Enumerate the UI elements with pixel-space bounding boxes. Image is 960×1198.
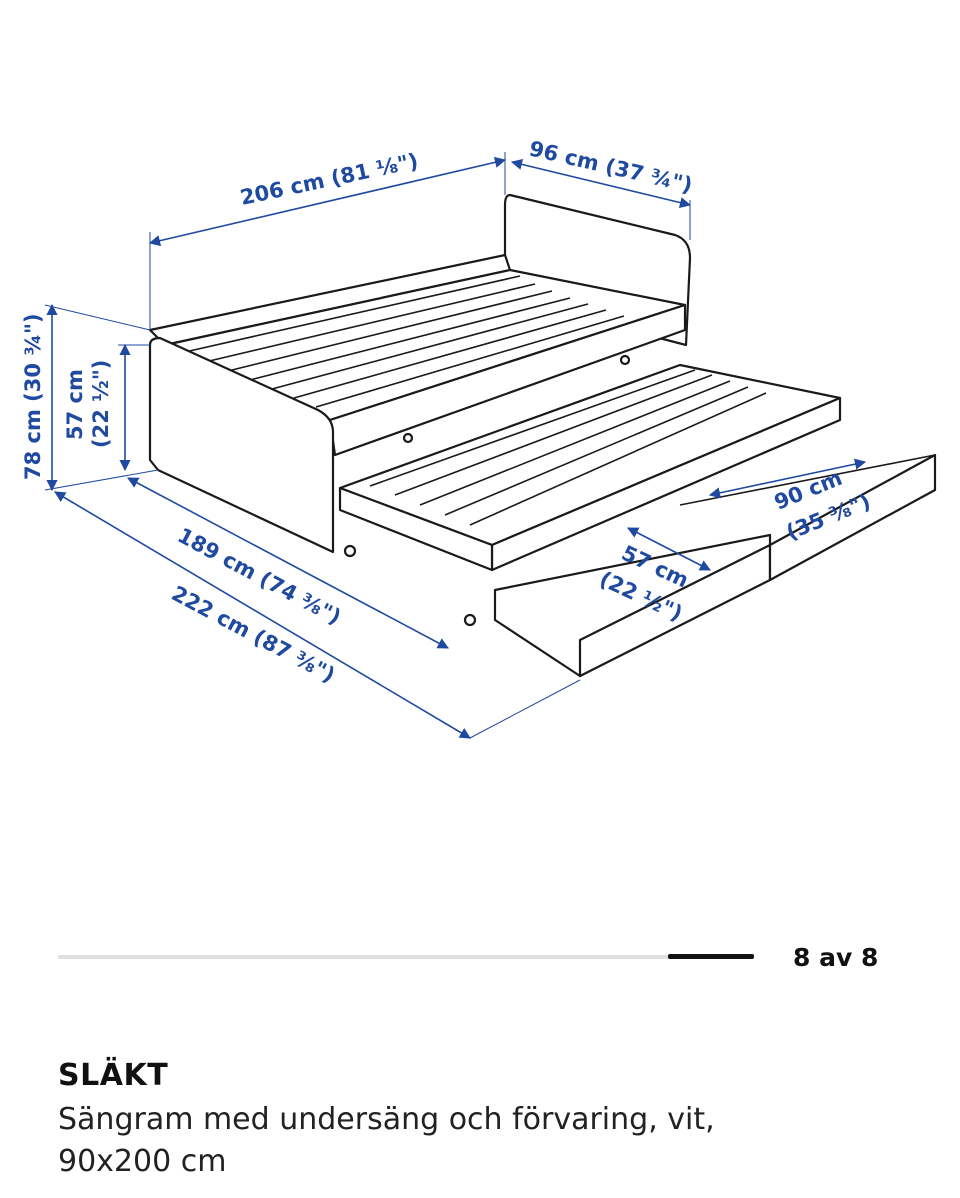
dim-height-side-in: (22 ½") [89,360,113,448]
product-description: Sängram med undersäng och förvaring, vit… [58,1102,715,1179]
carousel-progress-track[interactable] [58,955,750,959]
product-info: SLÄKT Sängram med undersäng och förvarin… [58,1058,918,1183]
carousel-progress-thumb[interactable] [668,954,754,959]
carousel-counter: 8 av 8 [793,943,879,972]
product-name: SLÄKT [58,1058,169,1093]
bed-line-drawing: 206 cm (81 ⅛") 96 cm (37 ¾") 78 cm (30 ¾… [21,136,937,739]
dim-height-side: 57 cm [63,369,87,440]
dim-height-total: 78 cm (30 ¾") [21,313,45,480]
dim-width-top: 96 cm (37 ¾") [527,136,695,197]
product-dimension-image: 206 cm (81 ⅛") 96 cm (37 ¾") 78 cm (30 ¾… [21,136,937,739]
image-carousel-indicator[interactable]: 8 av 8 [58,940,898,976]
